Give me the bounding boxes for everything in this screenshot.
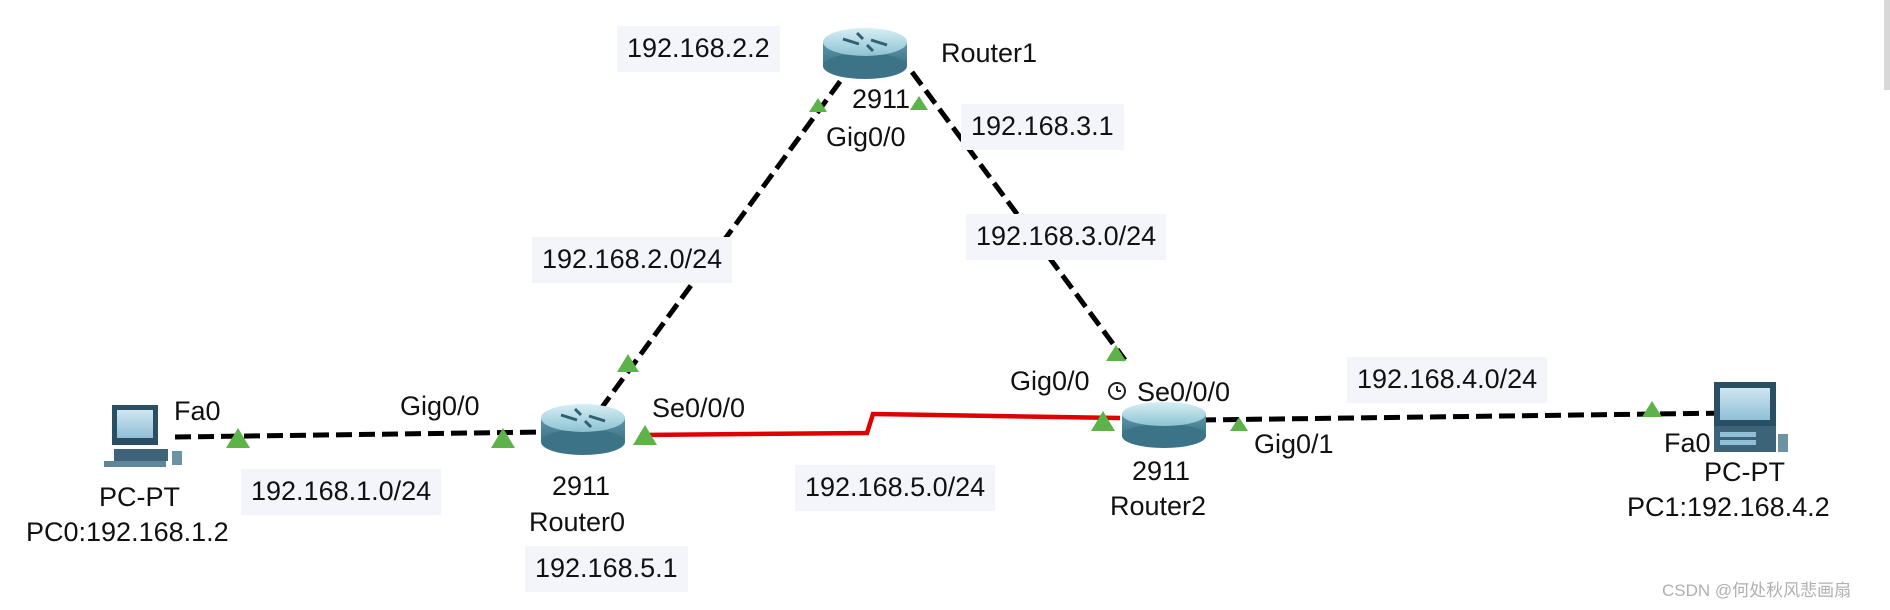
link-pc0-router0[interactable] [174, 429, 546, 440]
link-up-icon [1106, 345, 1126, 361]
pc1-icon[interactable] [1714, 382, 1788, 452]
network-192-168-4-label: 192.168.4.0/24 [1347, 357, 1548, 403]
pc0-type-label: PC-PT [99, 482, 180, 512]
router0-serial-ip-label: 192.168.5.1 [525, 546, 688, 592]
watermark-text: CSDN @何处秋风悲画扇 [1662, 581, 1852, 600]
pc0-name-label: PC0:192.168.1.2 [26, 517, 229, 547]
router2-name-label: Router2 [1110, 491, 1207, 521]
network-192-168-1-label: 192.168.1.0/24 [241, 469, 442, 515]
router2-icon[interactable] [1122, 402, 1206, 448]
link-up-icon [1230, 417, 1248, 431]
link-up-icon [617, 354, 639, 372]
router2-se000-label: Se0/0/0 [1137, 377, 1231, 407]
link-up-icon [633, 425, 657, 445]
router1-ip-left-label: 192.168.2.2 [617, 26, 780, 72]
router0-name-label: Router0 [529, 507, 626, 537]
pc0-fa0-label: Fa0 [174, 396, 221, 426]
router1-icon[interactable] [823, 28, 907, 79]
link-up-icon [1091, 411, 1115, 431]
scrollbar-edge [1884, 0, 1890, 90]
clock-icon [1108, 382, 1126, 400]
pc1-name-label: PC1:192.168.4.2 [1627, 492, 1830, 522]
link-up-icon [226, 428, 250, 448]
link-router1-router2[interactable] [909, 70, 1128, 362]
link-up-icon [491, 428, 515, 448]
router2-gig00-label: Gig0/0 [1010, 366, 1090, 396]
router0-icon[interactable] [541, 404, 625, 455]
link-router2-pc1[interactable] [1199, 410, 1731, 423]
router2-gig01-label: Gig0/1 [1254, 429, 1334, 459]
router1-ip-right-label: 192.168.3.1 [961, 104, 1124, 150]
pc0-icon[interactable] [104, 405, 182, 467]
router1-name-label: Router1 [941, 38, 1038, 68]
link-status-indicators [226, 96, 1662, 448]
link-up-icon [910, 96, 928, 110]
pc1-fa0-label: Fa0 [1664, 428, 1711, 458]
router2-model-label: 2911 [1132, 456, 1191, 486]
link-up-icon [809, 98, 827, 112]
router0-se000-label: Se0/0/0 [652, 393, 746, 423]
pc1-type-label: PC-PT [1704, 457, 1785, 487]
network-192-168-5-label: 192.168.5.0/24 [795, 465, 996, 511]
router1-gig00-label: Gig0/0 [826, 122, 906, 152]
router1-model-label: 2911 [852, 84, 911, 114]
network-192-168-2-label: 192.168.2.0/24 [532, 237, 733, 283]
router0-gig00-label: Gig0/0 [400, 391, 480, 421]
link-up-icon [1642, 401, 1662, 417]
router0-model-label: 2911 [552, 471, 611, 501]
network-192-168-3-label: 192.168.3.0/24 [966, 214, 1167, 260]
link-router0-router2-serial[interactable] [639, 411, 1121, 438]
